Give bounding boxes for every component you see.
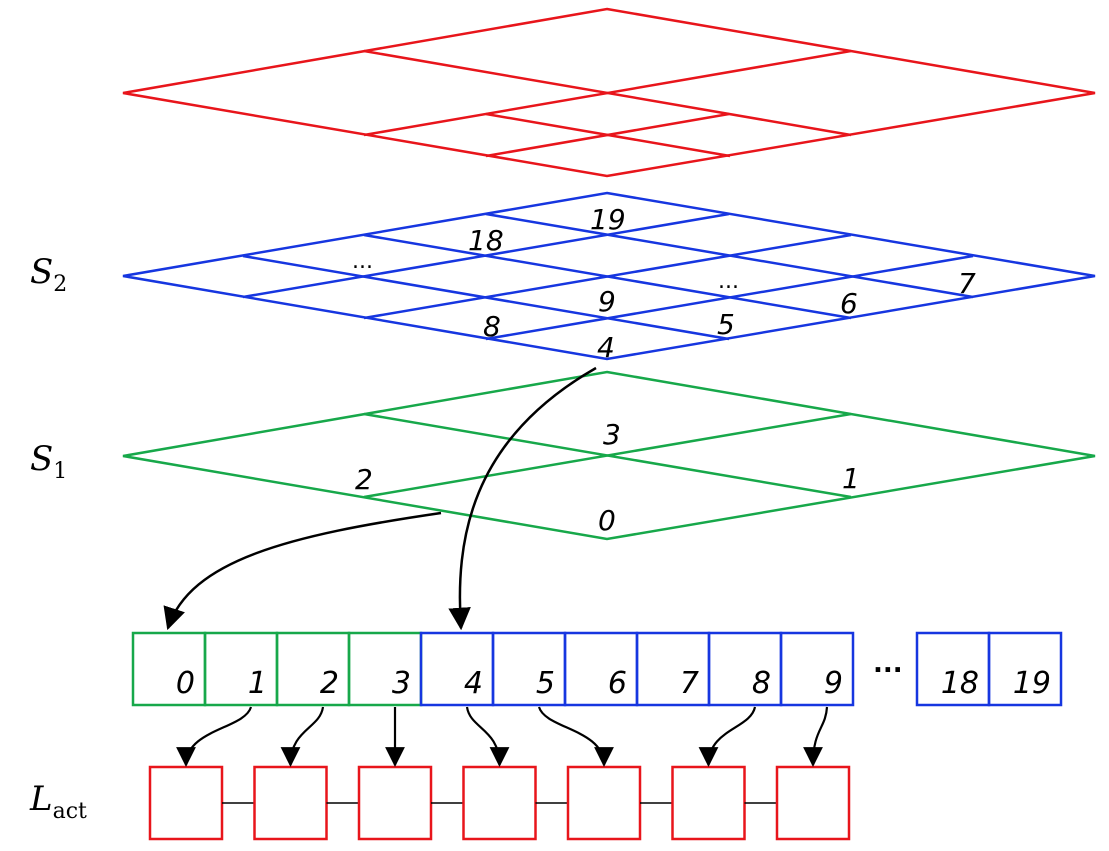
- arrow-cell-9-to-list: [803, 706, 829, 767]
- array-cell-label-9: 9: [824, 666, 843, 701]
- level-2-cell-18: 18: [468, 224, 504, 257]
- pointer-arrows: [163, 366, 597, 631]
- level-2-divider-4: [242, 212, 730, 299]
- active-list-node: [462, 765, 537, 841]
- arrow-level-2-to-cell-4: [448, 366, 597, 631]
- array-cell-9: [779, 631, 855, 707]
- array-cell-label-18: 18: [941, 666, 979, 701]
- active-list-node: [566, 765, 642, 841]
- active-list-node: [357, 765, 433, 841]
- active-list-label: Lact: [29, 779, 87, 824]
- active-list-node: [253, 765, 328, 841]
- level-1-label: S1: [30, 439, 67, 484]
- array-cell-label-8: 8: [752, 666, 771, 701]
- level-2-label-subscript: 2: [53, 272, 67, 297]
- active-list: [148, 765, 851, 841]
- level-2-divider-5: [363, 233, 852, 320]
- array-cell-label-19: 19: [1013, 666, 1051, 701]
- level-1-cell-1: 1: [842, 462, 860, 495]
- top-level-outline: [122, 7, 1096, 178]
- array-cell-label-1: 1: [248, 666, 267, 701]
- array-gap-ellipsis: ...: [873, 649, 903, 679]
- arrow-level-1-to-cell-0: [163, 511, 442, 631]
- arrow-cell-4-to-list: [465, 706, 510, 767]
- arrow-cell-5-to-list: [537, 706, 614, 767]
- arrow-cell-1-to-list: [176, 706, 253, 767]
- level-2-cell-7: 7: [958, 267, 976, 300]
- active-list-node: [148, 765, 224, 841]
- level-2-label-symbol: S: [30, 252, 53, 292]
- top-level-divider-b: [363, 49, 852, 137]
- array-cell-label-2: 2: [320, 666, 339, 701]
- level-2-cell-6: 6: [840, 287, 858, 320]
- level-2-ellipsis-left: ...: [352, 249, 373, 274]
- level-1-outline: [122, 370, 1096, 541]
- array-cell-label-0: 0: [176, 666, 195, 701]
- level-2-divider-6: [485, 254, 974, 341]
- array-cell-label-6: 6: [608, 666, 627, 701]
- level-2-cell-4: 4: [597, 331, 615, 364]
- top-level-divider-d: [485, 112, 730, 158]
- level-1-grid: [122, 370, 1096, 541]
- level-1-label-symbol: S: [30, 439, 53, 479]
- array-cell-label-3: 3: [392, 666, 411, 701]
- level-2-cell-8: 8: [483, 310, 501, 343]
- level-2-ellipsis-right: ...: [718, 269, 739, 294]
- level-2-grid: [122, 191, 1096, 361]
- active-list-label-symbol: L: [29, 779, 53, 819]
- level-1-cell-3: 3: [603, 418, 621, 451]
- level-1-cell-2: 2: [355, 463, 373, 496]
- active-list-label-subscript: act: [53, 799, 87, 824]
- array-cell-19: [987, 631, 1063, 707]
- level-2-label: S2: [30, 252, 67, 297]
- array-cell-label-4: 4: [464, 666, 483, 701]
- level-1-cell-0: 0: [598, 504, 616, 537]
- active-list-node: [775, 765, 851, 841]
- arrow-cell-8-to-list: [698, 706, 757, 767]
- active-list-node: [671, 765, 746, 841]
- top-level-grid: [122, 7, 1096, 178]
- level-1-divider-b: [363, 412, 852, 499]
- level-2-outline: [122, 191, 1096, 361]
- level-2-cell-19: 19: [590, 203, 626, 236]
- arrow-cell-2-to-list: [280, 706, 325, 767]
- array-cell-label-7: 7: [680, 666, 699, 701]
- level-1-label-subscript: 1: [53, 459, 67, 484]
- level-2-cell-5: 5: [717, 308, 735, 341]
- array-cell-label-5: 5: [536, 666, 555, 701]
- cell-array: 0 1 2 3 4 5 6 7 8 9: [131, 631, 855, 707]
- cell-to-list-arrows: [176, 706, 829, 767]
- level-2-cell-9: 9: [598, 285, 616, 318]
